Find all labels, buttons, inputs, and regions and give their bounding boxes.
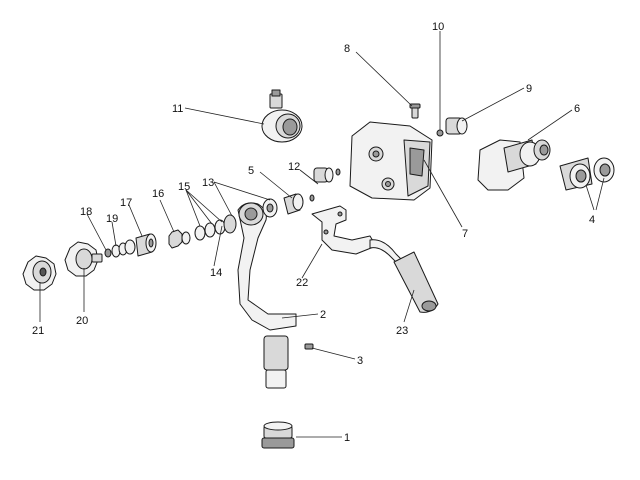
part-15-washers — [194, 214, 237, 241]
part-16-nut — [168, 229, 191, 249]
callout-9: 9 — [526, 83, 532, 95]
part-17-bushing — [135, 233, 157, 257]
callout-17: 17 — [120, 197, 132, 209]
callout-5: 5 — [248, 165, 254, 177]
callout-12: 12 — [288, 161, 300, 173]
callout-16: 16 — [152, 188, 164, 200]
callout-22: 22 — [296, 277, 308, 289]
part-4-eyepieces — [559, 157, 615, 191]
callout-3: 3 — [357, 355, 363, 367]
callout-4: 4 — [589, 214, 595, 226]
callout-21: 21 — [32, 325, 44, 337]
callout-8: 8 — [344, 43, 350, 55]
callout-18: 18 — [80, 206, 92, 218]
part-21-star-knob — [22, 255, 57, 291]
part-6-binocular-head — [477, 139, 551, 191]
callout-2: 2 — [320, 309, 326, 321]
callout-13: 13 — [202, 177, 214, 189]
leader-lines — [39, 31, 605, 438]
callout-labels: 1 2 3 4 5 6 7 8 9 10 11 12 13 14 15 16 1… — [32, 21, 595, 444]
part-7-main-housing — [349, 121, 433, 201]
part-1-base-fitting — [261, 421, 295, 449]
part-11-round-knob — [261, 89, 303, 143]
callout-23: 23 — [396, 325, 408, 337]
part-2-crank-arm — [237, 202, 297, 389]
callout-19: 19 — [106, 213, 118, 225]
callout-10: 10 — [432, 21, 444, 33]
part-23-handle — [369, 239, 439, 313]
callout-6: 6 — [574, 103, 580, 115]
part-9-knurled-knob — [445, 117, 468, 135]
callout-1: 1 — [344, 432, 350, 444]
callout-15: 15 — [178, 181, 190, 193]
part-18-pin — [104, 248, 112, 258]
part-12-small-knob — [313, 167, 341, 183]
part-13-disc — [262, 198, 278, 218]
callout-7: 7 — [462, 228, 468, 240]
callout-20: 20 — [76, 315, 88, 327]
part-8-screw — [409, 103, 421, 119]
part-5-bushing — [283, 193, 315, 215]
callout-14: 14 — [210, 267, 222, 279]
part-20-star-knob — [64, 241, 103, 277]
part-10-tiny-screw — [436, 129, 444, 137]
callout-11: 11 — [172, 103, 183, 115]
part-3-pin — [304, 343, 314, 350]
part-22-bracket — [311, 205, 377, 255]
